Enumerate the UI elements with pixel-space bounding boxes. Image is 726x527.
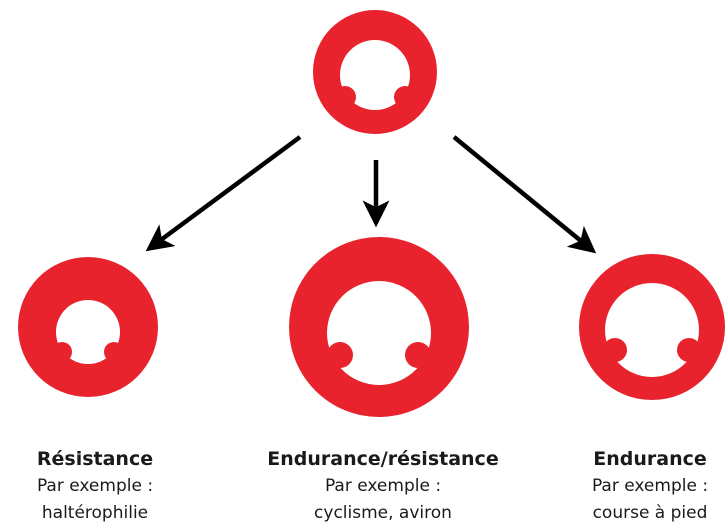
endurance-heart-icon	[579, 254, 725, 400]
caption-resistance: Résistance Par exemple : haltérophilie	[20, 446, 170, 527]
caption-example: cyclisme, aviron	[314, 503, 452, 523]
caption-title: Endurance	[593, 448, 707, 470]
caption-example-label: Par exemple :	[324, 476, 442, 496]
arrow-to-endurance	[452, 135, 597, 254]
arrow-to-resistance	[145, 135, 302, 252]
resistance-heart-icon	[18, 257, 158, 397]
caption-endurance-resistance: Endurance/résistance Par exemple : cycli…	[258, 446, 508, 527]
caption-title: Endurance/résistance	[267, 448, 499, 470]
caption-example: course à pied	[592, 503, 708, 523]
caption-title: Résistance	[36, 448, 154, 470]
caption-example-label: Par exemple :	[591, 476, 709, 496]
endurance-resistance-heart-icon	[289, 237, 469, 417]
caption-example: haltérophilie	[41, 503, 149, 523]
normal-heart-icon	[313, 10, 437, 134]
caption-endurance: Endurance Par exemple : course à pied	[574, 446, 726, 527]
caption-example-label: Par exemple :	[36, 476, 154, 496]
